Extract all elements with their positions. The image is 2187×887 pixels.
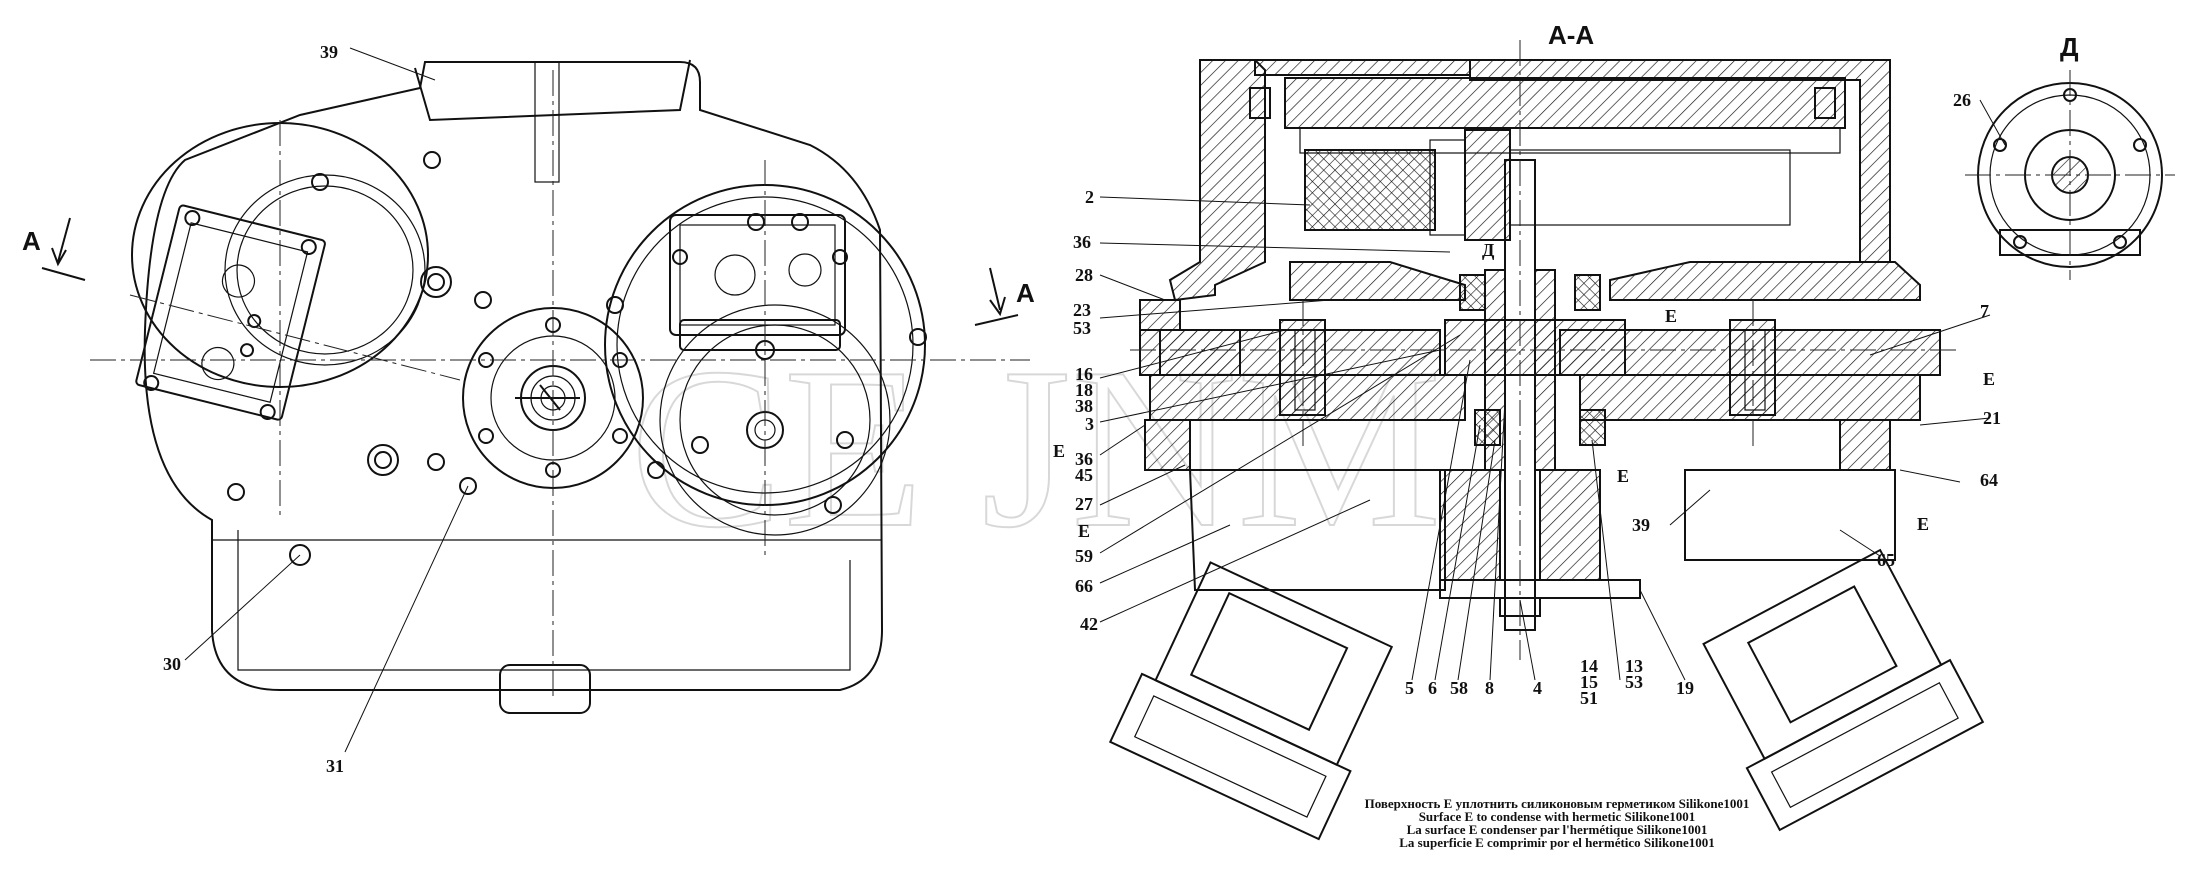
callout-39b: 39 [1632, 515, 1650, 535]
detail-title: Д [2060, 32, 2079, 62]
callout-27: 27 [1075, 494, 1093, 514]
section-view [1108, 40, 1985, 841]
callout-4: 4 [1533, 678, 1542, 698]
view-marker-left: А [22, 226, 41, 256]
callout-14: 14 [1580, 656, 1598, 676]
callout-42: 42 [1080, 614, 1098, 634]
callout-45: 45 [1075, 465, 1093, 485]
callout-64: 64 [1980, 470, 1998, 490]
surface-e-5: Е [1617, 466, 1629, 486]
callout-28: 28 [1075, 265, 1093, 285]
callout-31: 31 [326, 756, 344, 776]
callout-36b: 36 [1075, 449, 1093, 469]
callout-21: 21 [1983, 408, 2001, 428]
note-line-en: Surface E to condense with hermetic Sili… [1419, 809, 1696, 824]
section-title: А-А [1548, 20, 1594, 50]
callout-8: 8 [1485, 678, 1494, 698]
callout-15: 15 [1580, 672, 1598, 692]
callout-26: 26 [1953, 90, 1971, 110]
callout-7: 7 [1980, 301, 1989, 321]
callout-65: 65 [1877, 550, 1895, 570]
callouts: 39 30 31 2 36 28 23 53 16 18 38 3 Е 36 4… [163, 42, 2001, 776]
surface-e-3: Е [1665, 306, 1677, 326]
callout-58: 58 [1450, 678, 1468, 698]
surface-e-2: Е [1078, 521, 1090, 541]
callout-51: 51 [1580, 688, 1598, 708]
callout-30: 30 [163, 654, 181, 674]
callout-59: 59 [1075, 546, 1093, 566]
callout-23: 23 [1073, 300, 1091, 320]
callout-18: 18 [1075, 380, 1093, 400]
callout-66: 66 [1075, 576, 1093, 596]
section-marker-d: Д [1482, 240, 1495, 260]
callout-53: 53 [1073, 318, 1091, 338]
callout-19: 19 [1676, 678, 1694, 698]
callout-5: 5 [1405, 678, 1414, 698]
surface-e-6: Е [1917, 514, 1929, 534]
surface-e-4: Е [1983, 369, 1995, 389]
note-line-ru: Поверхность Е уплотнить силиконовым герм… [1365, 796, 1750, 811]
surface-e-1: Е [1053, 441, 1065, 461]
callout-6: 6 [1428, 678, 1437, 698]
callout-13: 13 [1625, 656, 1643, 676]
note-line-es: La superficie E comprimir por el herméti… [1399, 835, 1714, 850]
leader-lines [184, 47, 2006, 753]
callout-53b: 53 [1625, 672, 1643, 692]
callout-16: 16 [1075, 364, 1093, 384]
detail-view [1965, 70, 2175, 280]
sealant-note: Поверхность Е уплотнить силиконовым герм… [1365, 796, 1750, 850]
callout-38: 38 [1075, 396, 1093, 416]
callout-2: 2 [1085, 187, 1094, 207]
callout-39: 39 [320, 42, 338, 62]
note-line-fr: La surface E condenser par l'hermétique … [1407, 822, 1708, 837]
callout-36: 36 [1073, 232, 1091, 252]
view-marker-right: А [1016, 278, 1035, 308]
front-view [41, 59, 1030, 714]
callout-3: 3 [1085, 414, 1094, 434]
